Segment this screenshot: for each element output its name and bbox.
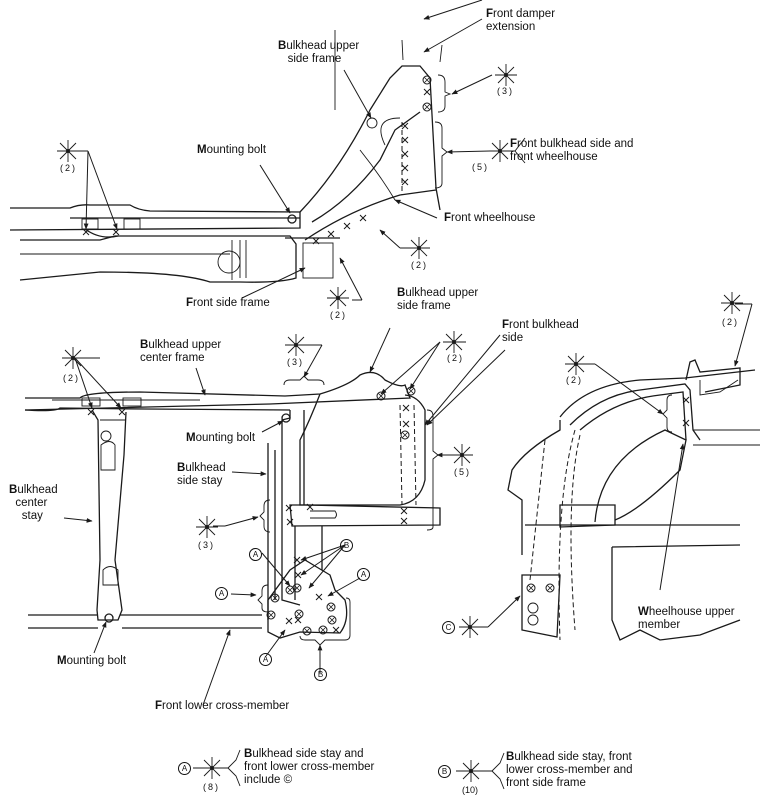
weld-count: (2) [330,310,347,320]
label-mounting-bolt-lower: Mounting bolt [57,655,127,667]
label-front-bulkhead-side-and-wheelhouse: Front bulkhead side and front wheelhouse [510,138,634,163]
legend-marker: A [178,762,191,775]
label-front-damper-extension: Front damper extension [486,8,556,33]
label-bulkhead-side-stay: Bulkhead side stay [177,462,226,487]
legend-marker: B [438,765,451,778]
label-bulkhead-upper-side-frame-front: Bulkhead upper side frame [397,287,479,312]
legend-count: (8) [203,782,220,792]
weld-count: (5) [454,467,471,477]
marker-b: B [314,668,327,681]
weld-count: (3) [497,86,514,96]
label-front-lower-cross-member: Front lower cross-member [155,700,290,712]
weld-count: (2) [411,260,428,270]
weld-count: (2) [60,163,77,173]
marker-a: A [215,587,228,600]
label-mounting-bolt-upper: Mounting bolt [186,432,256,444]
weld-count: (3) [287,357,304,367]
weld-count: (2) [447,353,464,363]
marker-a: A [249,548,262,561]
label-bulkhead-center-stay: Bulkhead center stay [9,484,58,522]
label-bulkhead-upper-center-frame: Bulkhead upper center frame [140,339,222,364]
marker-c: C [442,621,455,634]
weld-count: (2) [63,373,80,383]
label-mounting-bolt-top: Mounting bolt [197,144,267,156]
top-view [9,0,526,310]
label-wheelhouse-upper-member: Wheelhouse upper member [638,606,735,631]
label-front-bulkhead-side: Front bulkhead side [502,319,579,344]
marker-a: A [259,653,272,666]
legend-count: (10) [462,785,479,795]
front-view [24,327,501,706]
legend-text: Bulkhead side stay, front lower cross-me… [506,751,633,789]
legend-text: Bulkhead side stay and front lower cross… [244,748,375,786]
marker-a: A [357,568,370,581]
marker-b: B [340,539,353,552]
label-front-wheelhouse: Front wheelhouse [444,212,536,224]
weld-count: (5) [472,162,489,172]
legend [193,749,505,790]
side-view [426,291,760,641]
label-front-side-frame: Front side frame [186,297,270,309]
weld-count: (3) [198,540,215,550]
label-bulkhead-upper-side-frame-top: Bulkhead upper side frame [278,40,360,65]
weld-count: (2) [566,375,583,385]
weld-count: (2) [722,317,739,327]
